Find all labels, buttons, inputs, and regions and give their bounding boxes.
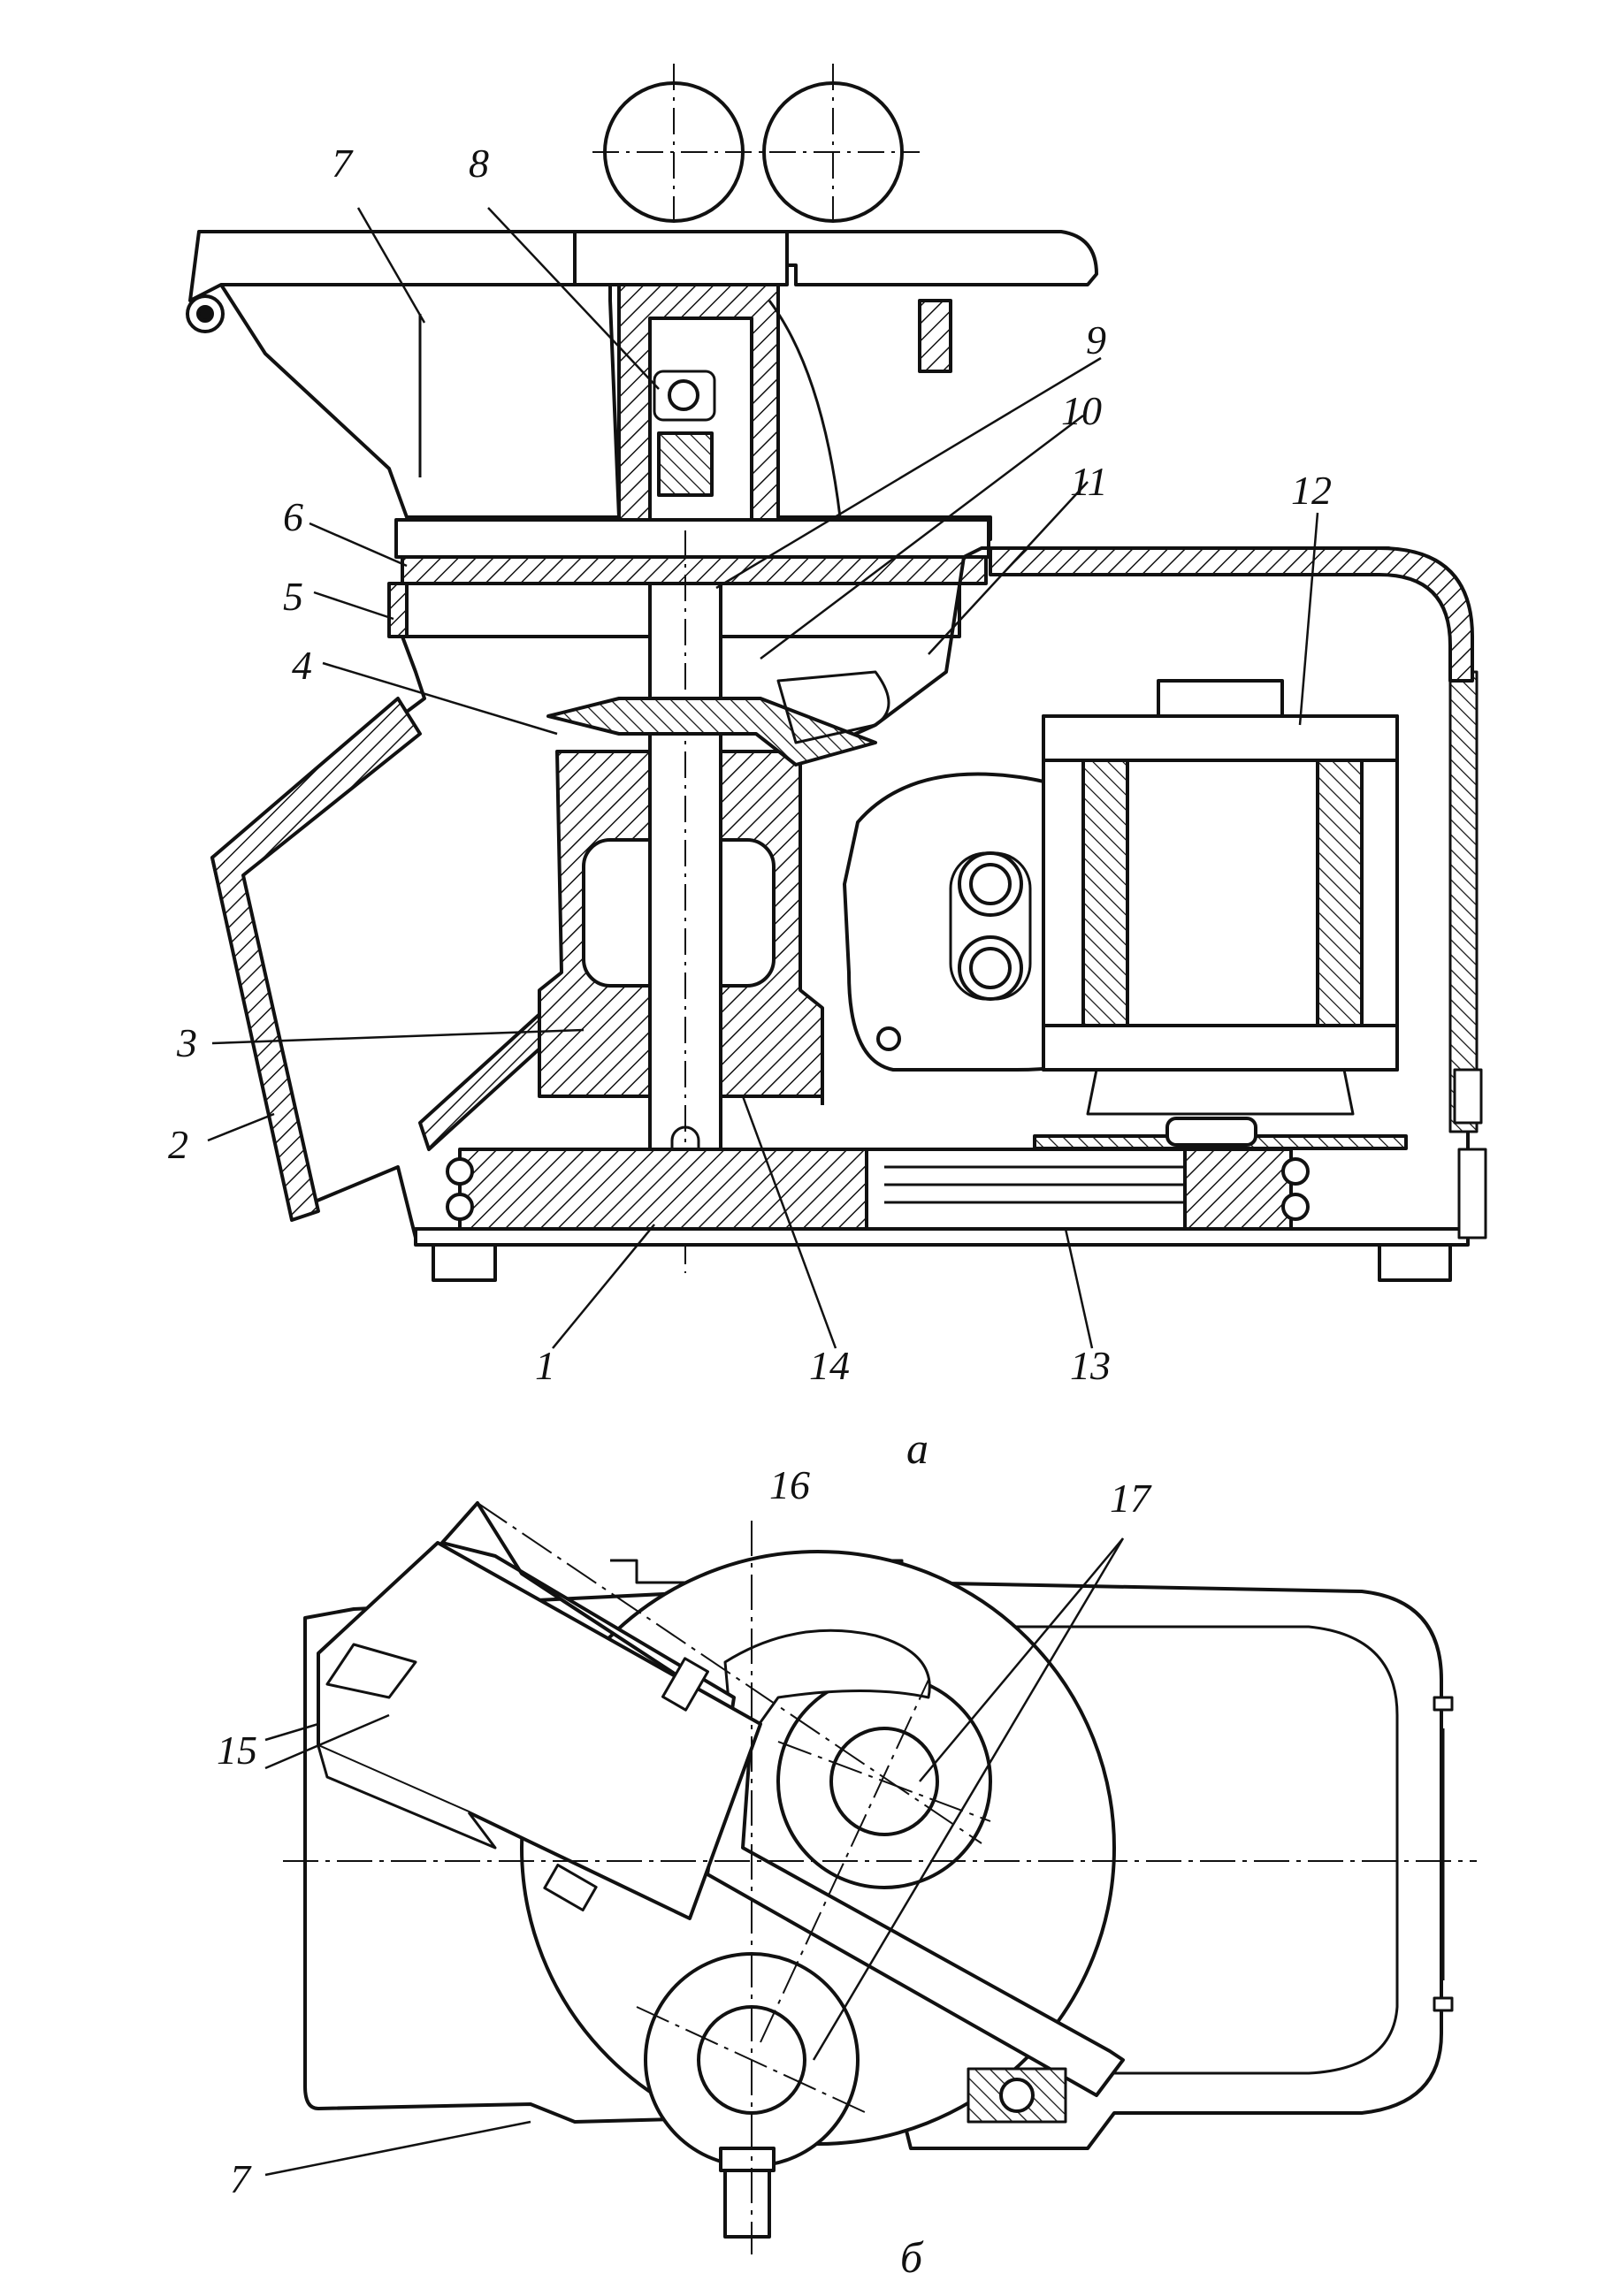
label-12: 12: [1291, 468, 1332, 513]
label-17: 17: [1110, 1476, 1152, 1521]
view-a-leaders: [207, 207, 1319, 1349]
base-plate: [414, 1227, 1470, 1247]
label-6: 6: [283, 494, 303, 539]
label-13: 13: [1070, 1343, 1111, 1388]
label-8: 8: [469, 141, 489, 186]
label-3: 3: [176, 1020, 197, 1065]
label-5: 5: [283, 574, 303, 619]
housing-outline: [303, 1581, 1443, 2150]
label-16: 16: [769, 1462, 810, 1507]
label-7: 7: [332, 141, 354, 186]
outlet-chute: [210, 697, 422, 1222]
electric-motor: [1042, 679, 1399, 1116]
upper-disc: [394, 518, 990, 559]
cone: [546, 697, 877, 767]
view-b-leaders: [264, 1537, 1125, 2177]
view-b-centerlines: [283, 1502, 1477, 2254]
label-9: 9: [1086, 317, 1106, 362]
label-4: 4: [292, 643, 312, 688]
top-rollers: [592, 64, 920, 265]
caption-a: а: [906, 1423, 928, 1473]
hopper: [219, 283, 621, 519]
view-b-labels: 16 17 15 7 б: [217, 1462, 1152, 2282]
label-2: 2: [168, 1122, 188, 1167]
view-a-section: [186, 64, 1487, 1282]
label-7b: 7: [230, 2156, 252, 2201]
bolt-8: [668, 379, 699, 411]
drive-pulley: [458, 1148, 886, 1231]
cooling-fins: [1448, 670, 1487, 1240]
label-14: 14: [809, 1343, 850, 1388]
label-1: 1: [535, 1343, 555, 1388]
label-15: 15: [217, 1728, 257, 1773]
view-b-plan: [303, 1501, 1454, 2239]
caption-b: б: [900, 2232, 924, 2282]
label-11: 11: [1070, 459, 1108, 504]
top-plate: [573, 230, 789, 286]
view-a-labels: 7 8 9 10 11 12 6 5 4 3 2 1 14 13 а: [168, 141, 1332, 1473]
label-10: 10: [1061, 388, 1102, 433]
